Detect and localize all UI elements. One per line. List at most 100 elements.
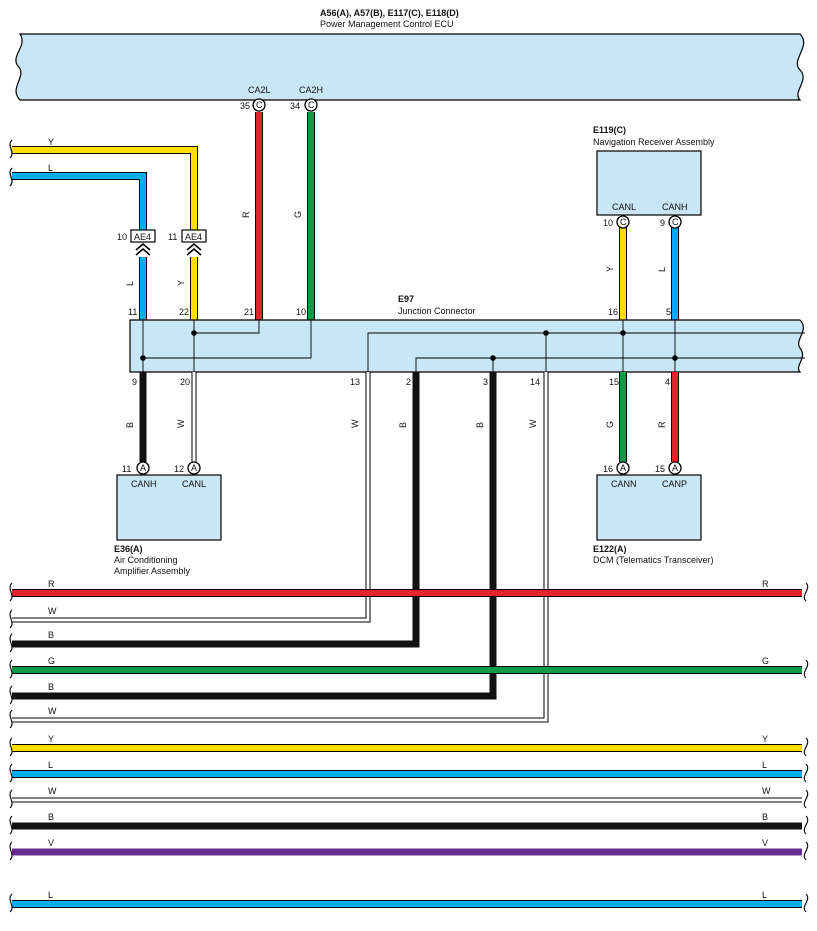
connector-circle bbox=[304, 98, 318, 112]
ac-subtitle-2: Amplifier Assembly bbox=[114, 566, 191, 576]
connector-letter: A bbox=[191, 463, 197, 473]
break-mark bbox=[9, 763, 13, 783]
junction-pin-number: 9 bbox=[132, 377, 137, 387]
wire-label: L bbox=[48, 163, 53, 173]
break-mark bbox=[803, 659, 809, 679]
wire-label: B bbox=[125, 422, 135, 428]
junction-title: E97 bbox=[398, 294, 414, 304]
break-mark bbox=[803, 763, 809, 783]
junction-pin-number: 14 bbox=[530, 377, 540, 387]
dcm-box bbox=[596, 474, 702, 541]
bus-label-left: G bbox=[48, 656, 55, 666]
junction-pin-number: 21 bbox=[244, 307, 254, 317]
connector-circle bbox=[668, 461, 682, 475]
break-mark bbox=[803, 582, 809, 602]
nav-pin-number: 10 bbox=[603, 218, 613, 228]
ecu-pin-name: CA2H bbox=[299, 85, 323, 95]
nav-title: E119(C) bbox=[593, 125, 626, 135]
vertical-wires-top: L Y R G Y L bbox=[125, 112, 679, 320]
bus-label-left: B bbox=[48, 682, 54, 692]
dcm-pin-name: CANN bbox=[611, 479, 637, 489]
wire-label: R bbox=[657, 421, 667, 428]
wire-l-in-outline bbox=[12, 172, 147, 232]
dcm-subtitle: DCM (Telematics Transceiver) bbox=[593, 555, 714, 565]
bus-label-right: W bbox=[762, 786, 771, 796]
nav-receiver-block: E119(C) Navigation Receiver Assembly CAN… bbox=[593, 125, 715, 229]
ae4-chevron-icon bbox=[135, 242, 151, 256]
break-mark bbox=[9, 685, 13, 705]
junction-subtitle: Junction Connector bbox=[398, 306, 476, 316]
junction-box bbox=[129, 319, 804, 373]
junction-pin-number: 4 bbox=[665, 377, 670, 387]
bus-label-left: W bbox=[48, 786, 57, 796]
bus-label-left: L bbox=[48, 890, 53, 900]
break-mark bbox=[803, 841, 809, 861]
ecu-box bbox=[15, 33, 805, 101]
wire-w-13 bbox=[12, 372, 370, 622]
ac-pin-name: CANH bbox=[131, 479, 157, 489]
dcm-block: 16 A 15 A CANN CANP E122(A) DCM (Telemat… bbox=[593, 461, 714, 565]
bus-label-left: R bbox=[48, 579, 55, 589]
bus-label-right: B bbox=[762, 812, 768, 822]
junction-pin-number: 10 bbox=[296, 307, 306, 317]
ac-pin-number: 12 bbox=[174, 464, 184, 474]
ae4-label: AE4 bbox=[134, 232, 151, 242]
bus-label-left: B bbox=[48, 630, 54, 640]
vertical-wires-bottom: B W W B B W G R bbox=[12, 372, 679, 723]
ecu-block: A56(A), A57(B), E117(C), E118(D) Power M… bbox=[15, 8, 805, 101]
junction-pin-number: 20 bbox=[180, 377, 190, 387]
ae4-chevron-icon bbox=[186, 242, 202, 256]
bus-label-right: V bbox=[762, 838, 768, 848]
wire-label: Y bbox=[605, 266, 615, 272]
break-mark bbox=[9, 659, 13, 679]
wire-label: W bbox=[528, 419, 538, 428]
break-mark bbox=[9, 893, 13, 913]
connector-letter: C bbox=[308, 100, 315, 110]
connector-letter: A bbox=[672, 463, 678, 473]
incoming-wires: Y L bbox=[9, 137, 198, 232]
bus-label-right: L bbox=[762, 890, 767, 900]
ecu-subtitle: Power Management Control ECU bbox=[320, 19, 454, 29]
connector-circle bbox=[616, 215, 630, 229]
bus-label-right: L bbox=[762, 760, 767, 770]
wire-label: Y bbox=[48, 137, 54, 147]
break-mark bbox=[9, 789, 13, 809]
nav-subtitle: Navigation Receiver Assembly bbox=[593, 137, 715, 147]
ae4-connector-11: 11 AE4 bbox=[168, 229, 207, 256]
junction-pin-number: 11 bbox=[128, 307, 137, 317]
wire-w-14 bbox=[12, 372, 548, 722]
bus-label-right: G bbox=[762, 656, 769, 666]
wire-b-3 bbox=[12, 372, 497, 700]
break-mark bbox=[803, 893, 809, 913]
nav-box bbox=[596, 150, 702, 216]
break-mark bbox=[9, 633, 13, 653]
bus-label-left: W bbox=[48, 606, 57, 616]
break-mark bbox=[9, 737, 13, 757]
ecu-pin-name: CA2L bbox=[248, 85, 271, 95]
ae4-connector-10: 10 AE4 bbox=[117, 229, 156, 256]
wire-label: W bbox=[176, 419, 186, 428]
ecu-pin-ca2l: CA2L 35 C bbox=[240, 85, 271, 112]
junction-pin-number: 2 bbox=[406, 377, 411, 387]
wire-label: L bbox=[657, 267, 667, 272]
break-mark bbox=[9, 609, 13, 629]
wire-b-2 bbox=[12, 372, 420, 648]
nav-pin-name: CANH bbox=[662, 202, 688, 212]
wire-label: B bbox=[475, 422, 485, 428]
junction-pin-number: 16 bbox=[608, 307, 618, 317]
ac-title: E36(A) bbox=[114, 544, 143, 554]
break-mark bbox=[9, 709, 13, 729]
ac-pin-number: 11 bbox=[122, 464, 131, 474]
bus-label-left: V bbox=[48, 838, 54, 848]
dcm-pin-name: CANP bbox=[662, 479, 687, 489]
bus-label-left: Y bbox=[48, 734, 54, 744]
connector-letter: C bbox=[672, 217, 679, 227]
bus-label-right: R bbox=[762, 579, 769, 589]
ecu-pin-number: 35 bbox=[240, 101, 250, 111]
wire-label: G bbox=[293, 211, 303, 218]
ac-pin-name: CANL bbox=[182, 479, 206, 489]
break-mark bbox=[9, 139, 13, 187]
